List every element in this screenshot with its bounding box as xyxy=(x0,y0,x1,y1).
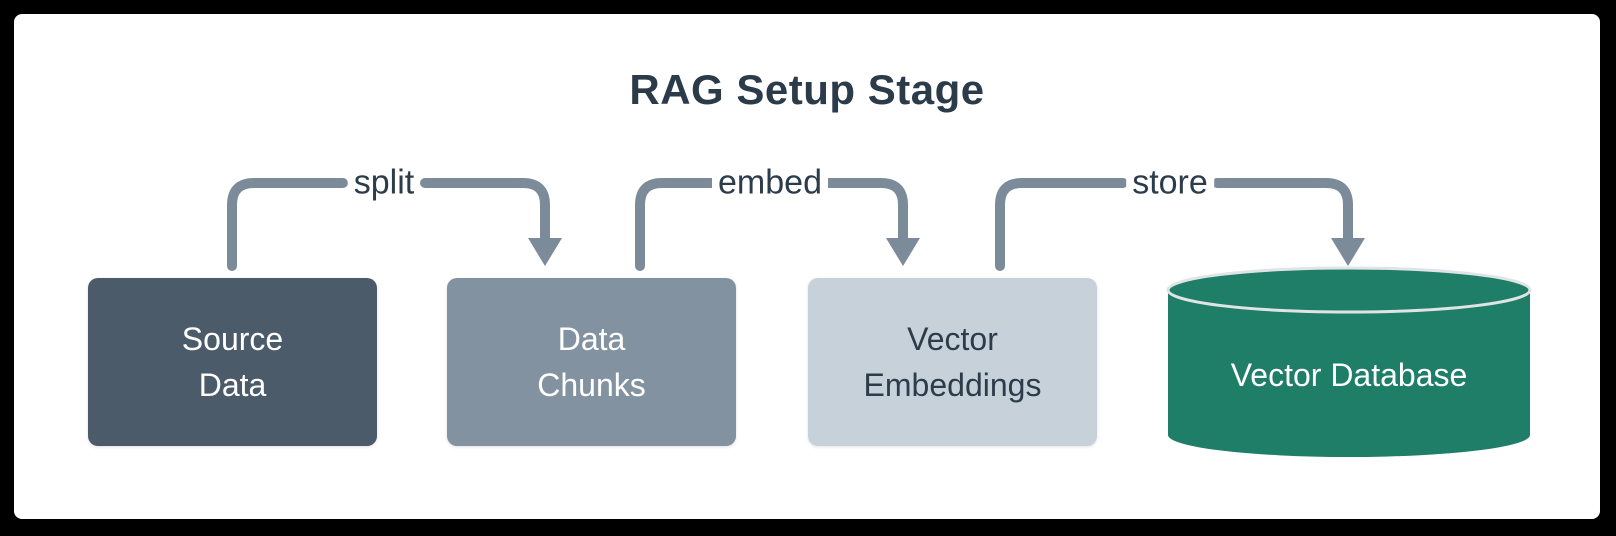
node-label-line: Embeddings xyxy=(863,367,1042,403)
node-label-line: Source xyxy=(181,321,284,357)
cylinder-body xyxy=(1168,268,1530,457)
edge-store xyxy=(995,178,1365,271)
edge-store-end-segment xyxy=(1212,178,1353,245)
edge-split-end-segment xyxy=(420,178,550,245)
node-vector-database-shape xyxy=(1166,266,1532,457)
node-source-data: Source Data xyxy=(88,278,377,446)
node-label-line: Vector xyxy=(907,321,998,357)
node-label-line: Data xyxy=(198,367,267,403)
node-vector-embeddings: Vector Embeddings xyxy=(808,278,1097,446)
arrowhead-down-icon xyxy=(528,238,562,266)
node-label-line: Chunks xyxy=(537,367,646,403)
edge-label-store: store xyxy=(1126,163,1214,202)
edge-store-start-segment xyxy=(995,178,1128,271)
node-label-line: Data xyxy=(557,321,626,357)
cylinder-lid xyxy=(1166,266,1532,314)
edge-label-split: split xyxy=(347,163,421,202)
edge-embed-end-segment xyxy=(822,178,908,245)
edge-embed xyxy=(635,178,920,271)
edge-label-embed: embed xyxy=(712,163,828,202)
arrowhead-down-icon xyxy=(886,238,920,266)
arrowhead-down-icon xyxy=(1331,238,1365,266)
edge-split xyxy=(227,178,562,271)
edge-split-start-segment xyxy=(227,178,348,271)
edge-embed-start-segment xyxy=(635,178,718,271)
node-data-chunks: Data Chunks xyxy=(447,278,736,446)
diagram-title: RAG Setup Stage xyxy=(629,66,985,113)
node-vector-database-label: Vector Database xyxy=(1230,357,1468,393)
